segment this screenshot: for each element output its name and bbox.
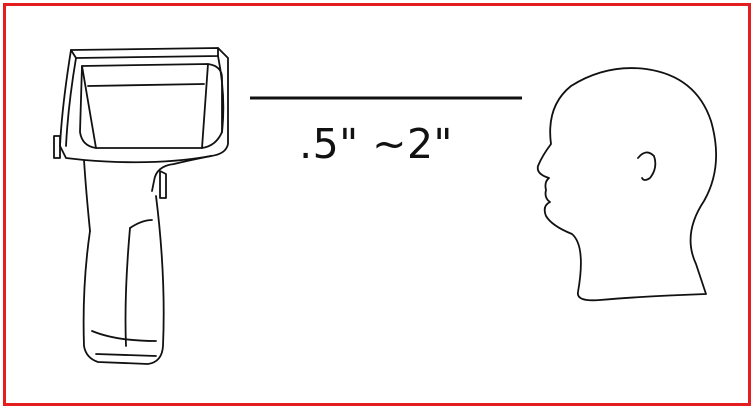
head-silhouette-icon — [536, 67, 718, 302]
handheld-scanner-icon — [53, 47, 229, 365]
distance-label: .5" ~2" — [299, 120, 453, 168]
diagram-frame: .5" ~2" — [3, 3, 751, 406]
diagram-artwork — [53, 47, 718, 365]
